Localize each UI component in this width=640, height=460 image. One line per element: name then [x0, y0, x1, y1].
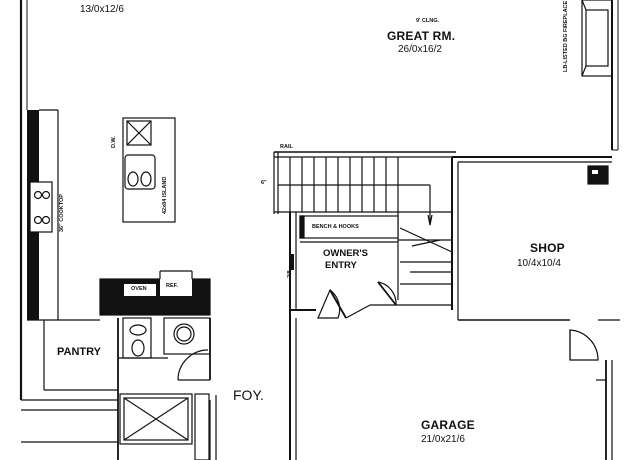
top-left-room-dims: 13/0x12/6 — [80, 4, 124, 15]
fireplace-icon — [581, 0, 613, 77]
refrigerator-label: REF. — [166, 283, 178, 289]
foyer-label: FOY. — [233, 387, 264, 403]
stair-rail-label: RAIL — [280, 144, 293, 150]
great-room-dims: 26/0x16/2 — [398, 44, 442, 55]
exterior-walls — [19, 0, 619, 400]
shower-stall — [119, 393, 210, 460]
powder-room — [118, 317, 211, 381]
shop-name: SHOP — [530, 241, 565, 255]
shop-dims: 10/4x10/4 — [517, 258, 561, 269]
great-room-name: GREAT RM. — [387, 29, 456, 43]
pantry-label: PANTRY — [57, 346, 101, 358]
stair — [273, 151, 456, 300]
fireplace-label: LB-LISTED BG FIREPLACE — [563, 0, 569, 72]
dishwasher-label: D.W. — [111, 136, 117, 148]
hanger-rod — [289, 254, 294, 270]
garage-dims: 21/0x21/6 — [421, 434, 465, 445]
cooktop-icon — [29, 181, 53, 233]
owners-entry-line1: OWNER'S — [323, 248, 369, 259]
oven-label: OVEN — [131, 286, 147, 292]
electrical-panel-icon — [587, 165, 609, 185]
owners-entry-line2: ENTRY — [325, 260, 357, 271]
kitchen-island — [122, 117, 176, 223]
stair-height-label: 6" — [261, 180, 267, 186]
island-label: 42x84 ISLAND — [162, 176, 168, 214]
oven-refrigerator — [99, 270, 211, 316]
garage-name: GARAGE — [421, 418, 475, 432]
great-room-ceiling-note: 9' CLNG. — [416, 18, 440, 24]
cooktop-label: 36" COOKTOP — [59, 194, 65, 232]
pantry-walls — [21, 318, 119, 460]
hanger-label: 2/8 — [287, 270, 293, 278]
bench-hooks-label: BENCH & HOOKS — [312, 224, 359, 230]
garage-walls — [209, 156, 620, 460]
